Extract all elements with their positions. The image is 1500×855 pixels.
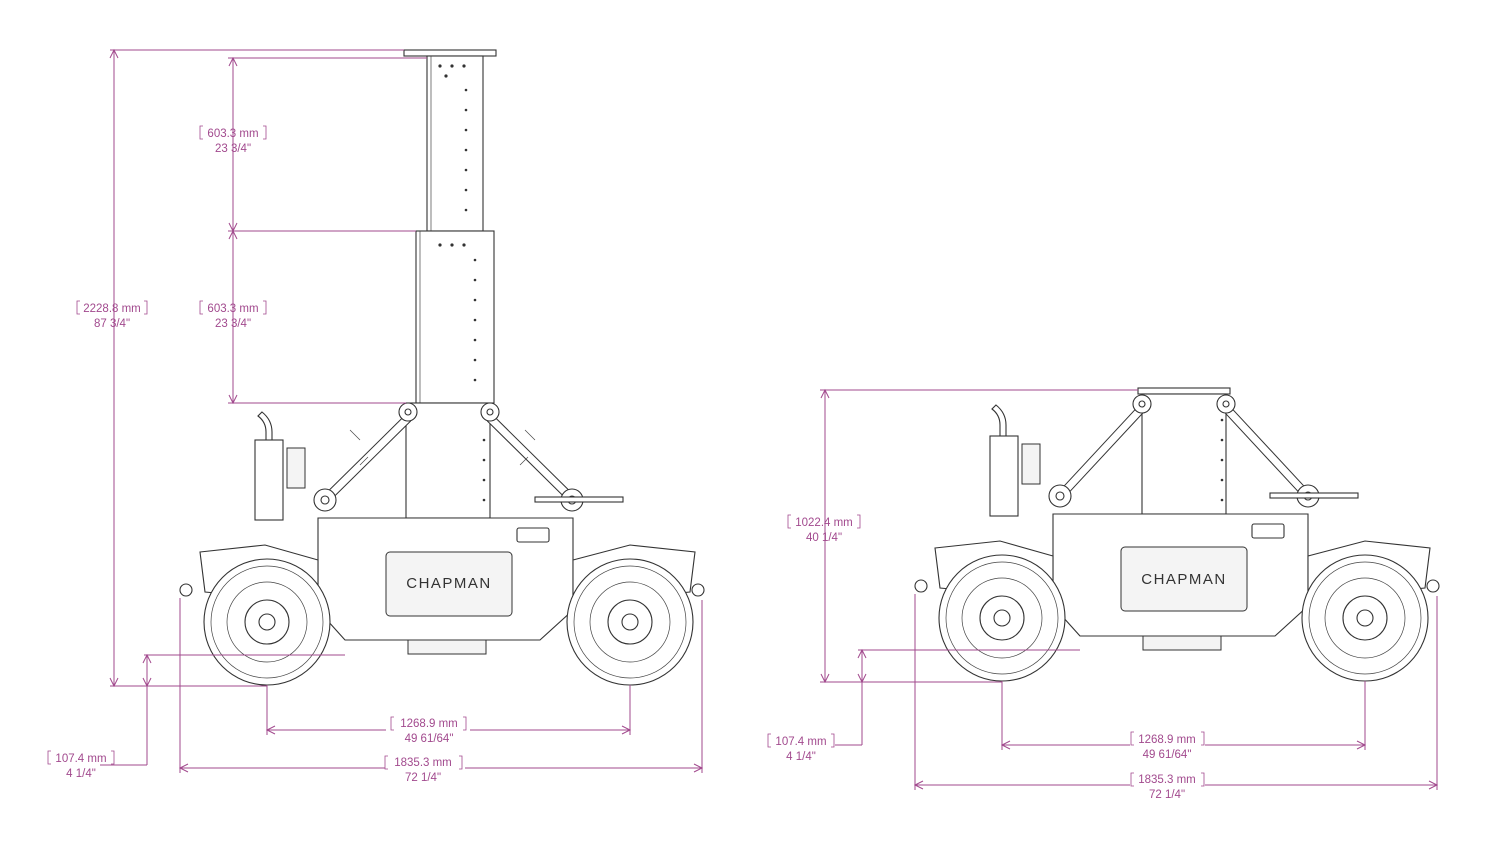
- column-lower-section: [415, 230, 495, 404]
- column-base-section: [405, 402, 491, 519]
- rear-tow-ring: [691, 583, 705, 597]
- svg-text:1268.9 mm: 1268.9 mm: [1138, 734, 1196, 746]
- dim-ground-clearance-right: 107.4 mm 4 1/4": [767, 733, 835, 763]
- steering-post: [254, 439, 284, 521]
- dim-column-lower: 603.3 mm 23 3/4": [199, 300, 267, 330]
- column-top-plate: [403, 49, 497, 57]
- chassis-latch-right: [1251, 523, 1285, 539]
- dim-overall-length-left: 1835.3 mm 72 1/4": [384, 755, 463, 784]
- svg-text:23 3/4": 23 3/4": [215, 318, 251, 330]
- dim-ground-clearance-left: 107.4 mm 4 1/4": [47, 750, 115, 780]
- dim-column-upper: 603.3 mm 23 3/4": [199, 125, 267, 155]
- front-tow-ring: [179, 583, 193, 597]
- center-skid-right: [1142, 635, 1222, 651]
- svg-text:72 1/4": 72 1/4": [1149, 789, 1185, 801]
- rear-mount-plate: [534, 496, 624, 503]
- right-dolly: CHAPMAN: [914, 387, 1440, 682]
- right-dimensions: 1022.4 mm 40 1/4" 107.4 mm 4 1/4" 1268.9…: [767, 388, 1439, 801]
- left-rear-wheel: [566, 558, 694, 686]
- svg-text:603.3 mm: 603.3 mm: [207, 128, 258, 140]
- svg-text:72 1/4": 72 1/4": [405, 772, 441, 784]
- svg-text:49 61/64": 49 61/64": [1143, 749, 1192, 761]
- front-tow-ring-right: [914, 579, 928, 593]
- right-rear-wheel: [1301, 554, 1429, 682]
- svg-text:49 61/64": 49 61/64": [405, 733, 454, 745]
- control-box: [286, 447, 306, 489]
- svg-text:1835.3 mm: 1835.3 mm: [1138, 774, 1196, 786]
- svg-text:4 1/4": 4 1/4": [786, 751, 816, 763]
- dim-wheelbase-left: 1268.9 mm 49 61/64": [390, 716, 467, 745]
- svg-text:87 3/4": 87 3/4": [94, 318, 130, 330]
- dim-wheelbase-right: 1268.9 mm 49 61/64": [1130, 731, 1205, 761]
- left-dolly: CHAPMAN: [179, 49, 705, 686]
- steering-post-right: [989, 435, 1019, 517]
- left-dimensions: 2228.8 mm 87 3/4" 603.3 mm 23 3/4" 603.3…: [47, 48, 704, 784]
- dim-overall-length-right: 1835.3 mm 72 1/4": [1130, 772, 1205, 801]
- svg-text:2228.8 mm: 2228.8 mm: [83, 303, 141, 315]
- dim-overall-height-left: 2228.8 mm 87 3/4": [76, 300, 148, 330]
- dim-overall-height-right: 1022.4 mm 40 1/4": [787, 514, 861, 544]
- svg-text:107.4 mm: 107.4 mm: [55, 753, 106, 765]
- left-front-wheel: [203, 558, 331, 686]
- rear-tow-ring-right: [1426, 579, 1440, 593]
- chapman-panel-right: [1120, 546, 1248, 612]
- svg-text:1268.9 mm: 1268.9 mm: [400, 718, 458, 730]
- svg-text:107.4 mm: 107.4 mm: [775, 736, 826, 748]
- svg-text:1835.3 mm: 1835.3 mm: [394, 757, 452, 769]
- center-skid: [407, 639, 487, 655]
- control-box-right: [1021, 443, 1041, 485]
- svg-text:603.3 mm: 603.3 mm: [207, 303, 258, 315]
- brand-logo: CHAPMAN: [406, 575, 492, 592]
- column-top-plate-retracted: [1137, 387, 1231, 395]
- column-holes: [438, 64, 486, 502]
- column-upper-section: [426, 55, 484, 232]
- chapman-panel: [385, 551, 513, 617]
- rear-mount-plate-right: [1269, 492, 1359, 499]
- column-holes-retracted: [1220, 418, 1224, 502]
- brand-logo-right: CHAPMAN: [1141, 571, 1227, 588]
- left-arm-assembly: [313, 402, 584, 512]
- chassis-latch: [516, 527, 550, 543]
- column-retracted: [1141, 393, 1227, 515]
- svg-text:23 3/4": 23 3/4": [215, 143, 251, 155]
- svg-text:40 1/4": 40 1/4": [806, 532, 842, 544]
- right-front-wheel: [938, 554, 1066, 682]
- svg-text:1022.4 mm: 1022.4 mm: [795, 517, 853, 529]
- svg-text:4 1/4": 4 1/4": [66, 768, 96, 780]
